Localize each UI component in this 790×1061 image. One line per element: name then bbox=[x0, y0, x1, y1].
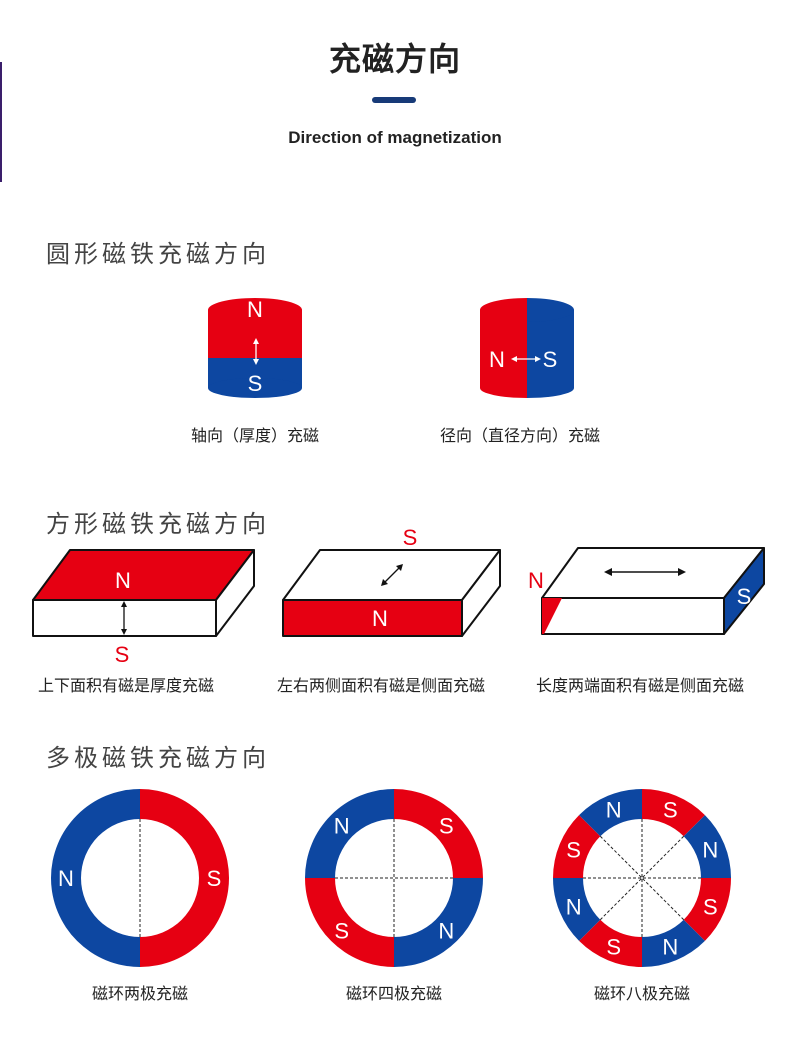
pole-label: N bbox=[115, 568, 131, 593]
caption-ring-four: 磁环四极充磁 bbox=[345, 984, 442, 1003]
pole-label: N bbox=[702, 838, 718, 863]
pole-label: N bbox=[662, 934, 678, 959]
page-subtitle: Direction of magnetization bbox=[288, 128, 502, 147]
section-title-multipole: 多极磁铁充磁方向 bbox=[46, 744, 270, 772]
caption-axial: 轴向（厚度）充磁 bbox=[190, 426, 319, 445]
pole-label: S bbox=[703, 894, 718, 919]
ring-segment bbox=[394, 789, 483, 878]
block-thickness-diagram: N S bbox=[32, 549, 255, 667]
pole-label: S bbox=[439, 814, 454, 839]
pole-label: N bbox=[489, 347, 505, 372]
caption-side: 左右两侧面积有磁是侧面充磁 bbox=[276, 676, 485, 695]
pole-label: S bbox=[403, 525, 418, 550]
section-title-round: 圆形磁铁充磁方向 bbox=[46, 240, 270, 268]
axial-top-face bbox=[208, 298, 302, 322]
block-side-diagram: S N bbox=[282, 525, 501, 637]
axial-bottom-curve bbox=[208, 378, 302, 398]
pole-label: N bbox=[606, 798, 622, 823]
page-title: 充磁方向 bbox=[328, 40, 461, 78]
pole-label: S bbox=[606, 934, 621, 959]
title-underline-bar bbox=[372, 97, 416, 103]
block-side-face bbox=[215, 549, 255, 637]
ring-segment bbox=[579, 789, 642, 837]
ring-segment bbox=[140, 789, 229, 967]
ring-segment bbox=[305, 878, 394, 967]
block-length-diagram: N S bbox=[528, 547, 765, 635]
ring-segment bbox=[683, 815, 731, 878]
pole-label: N bbox=[438, 918, 454, 943]
ring-segment bbox=[305, 789, 394, 878]
pole-label: S bbox=[115, 642, 130, 667]
axial-cylinder-diagram: N S bbox=[208, 297, 302, 398]
pole-label: N bbox=[247, 297, 263, 322]
block-end-face-blue bbox=[723, 547, 765, 635]
pole-label: S bbox=[543, 347, 558, 372]
caption-ring-eight: 磁环八极充磁 bbox=[593, 984, 690, 1003]
ring-two-pole-diagram: SN bbox=[51, 789, 229, 967]
ring-segment bbox=[553, 815, 601, 878]
caption-ring-two: 磁环两极充磁 bbox=[91, 984, 188, 1003]
ring-segment bbox=[394, 878, 483, 967]
radial-cylinder-diagram: N S bbox=[480, 298, 574, 398]
pole-label: N bbox=[372, 606, 388, 631]
caption-thickness: 上下面积有磁是厚度充磁 bbox=[37, 676, 214, 695]
pole-label: N bbox=[334, 814, 350, 839]
left-accent-rule bbox=[0, 62, 2, 182]
ring-segment bbox=[579, 919, 642, 967]
caption-radial: 径向（直径方向）充磁 bbox=[439, 426, 600, 445]
pole-label: S bbox=[566, 838, 581, 863]
ring-four-pole-diagram: S N S N bbox=[305, 789, 483, 967]
ring-segment bbox=[553, 878, 601, 941]
pole-label: S bbox=[207, 866, 222, 891]
ring-segment bbox=[642, 789, 705, 837]
section-title-square: 方形磁铁充磁方向 bbox=[46, 510, 270, 538]
pole-label: N bbox=[566, 894, 582, 919]
pole-label: N bbox=[528, 568, 544, 593]
pole-label: S bbox=[663, 798, 678, 823]
pole-label: N bbox=[58, 866, 74, 891]
pole-label: S bbox=[737, 584, 752, 609]
ring-segment bbox=[642, 919, 705, 967]
pole-label: S bbox=[248, 371, 263, 396]
caption-length: 长度两端面积有磁是侧面充磁 bbox=[535, 676, 744, 695]
ring-segment bbox=[683, 878, 731, 941]
pole-label: S bbox=[334, 918, 349, 943]
ring-segment bbox=[51, 789, 140, 967]
